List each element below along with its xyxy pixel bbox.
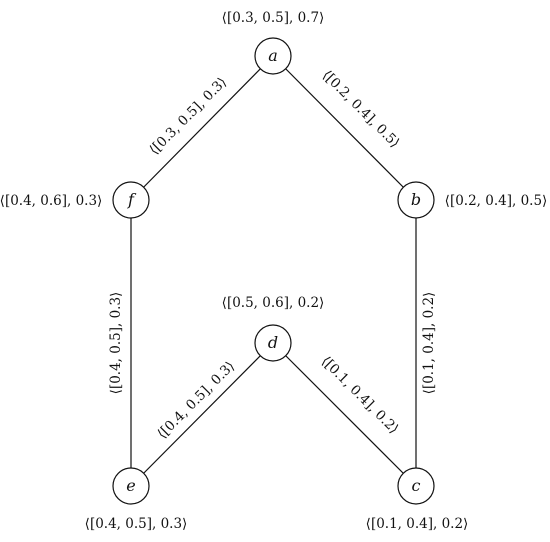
node-b: b [397, 181, 435, 219]
node-e-name: e [126, 476, 135, 495]
edge-d-c-label: ⟨[0.1, 0.4], 0.2⟩ [318, 353, 402, 437]
node-f-circle [112, 181, 150, 219]
node-c-name: c [412, 476, 421, 495]
node-e: e [112, 467, 150, 505]
node-b-label: ⟨[0.2, 0.4], 0.5⟩ [445, 193, 548, 209]
edge-a-f-label: ⟨[0.3, 0.5], 0.3⟩ [146, 74, 230, 158]
node-d-name: d [268, 333, 278, 352]
edge-a-b-label: ⟨[0.2, 0.4], 0.5⟩ [319, 67, 403, 151]
node-d: d [254, 324, 292, 362]
node-a-label: ⟨[0.3, 0.5], 0.7⟩ [222, 10, 325, 26]
edge-b-c-label: ⟨[0.1, 0.4], 0.2⟩ [421, 292, 437, 395]
node-b-circle [397, 181, 435, 219]
edge-f-e-label: ⟨[0.4, 0.5], 0.3⟩ [108, 292, 124, 395]
node-d-circle [254, 324, 292, 362]
edge-a-b [272, 55, 417, 201]
edge-d-e-label: ⟨[0.4, 0.5], 0.3⟩ [154, 358, 238, 442]
node-f-label: ⟨[0.4, 0.6], 0.3⟩ [0, 193, 102, 209]
edge-a-f [130, 55, 274, 201]
edge-d-e [130, 342, 274, 487]
node-a-circle [254, 37, 292, 75]
node-a-name: a [268, 46, 278, 65]
edge-d-c [272, 342, 417, 487]
node-d-label: ⟨[0.5, 0.6], 0.2⟩ [222, 295, 325, 311]
node-a: a [254, 37, 292, 75]
node-c: c [397, 467, 435, 505]
node-e-circle [112, 467, 150, 505]
node-f-name: f [127, 190, 137, 209]
node-c-circle [397, 467, 435, 505]
node-e-label: ⟨[0.4, 0.5], 0.3⟩ [85, 516, 188, 532]
node-c-label: ⟨[0.1, 0.4], 0.2⟩ [366, 516, 469, 532]
node-f: f [112, 181, 150, 219]
node-b-name: b [411, 190, 421, 209]
